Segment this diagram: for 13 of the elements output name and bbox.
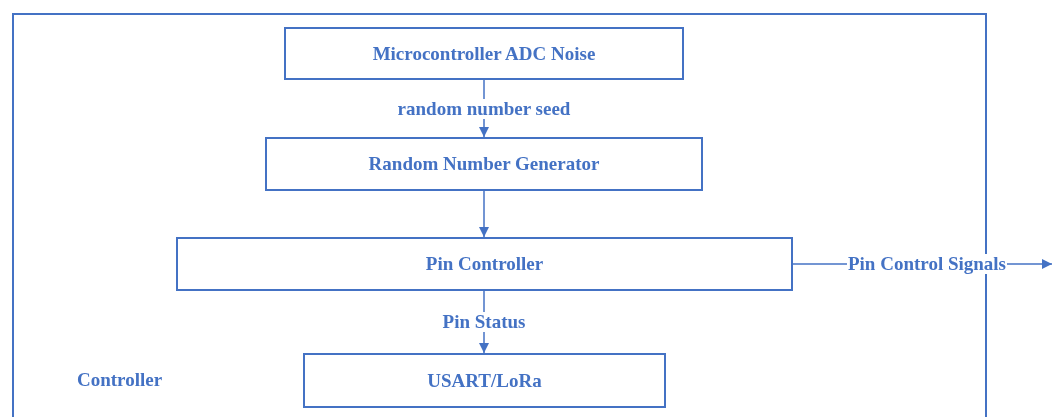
- process-box: [303, 353, 666, 408]
- box-label: Random Number Generator: [368, 153, 600, 175]
- edge-label: random number seed: [396, 98, 572, 119]
- container-title: Controller: [77, 369, 163, 391]
- box-label: Pin Controller: [425, 253, 544, 275]
- arrow: [479, 190, 489, 238]
- box-label: USART/LoRa: [427, 369, 542, 392]
- box-label: Microcontroller ADC Noise: [372, 42, 596, 65]
- edge-label: Pin Status: [441, 312, 527, 332]
- edge-label: Pin Control Signals: [847, 254, 1007, 274]
- process-box: [265, 137, 703, 191]
- process-box: [176, 237, 793, 291]
- process-box: [284, 27, 684, 80]
